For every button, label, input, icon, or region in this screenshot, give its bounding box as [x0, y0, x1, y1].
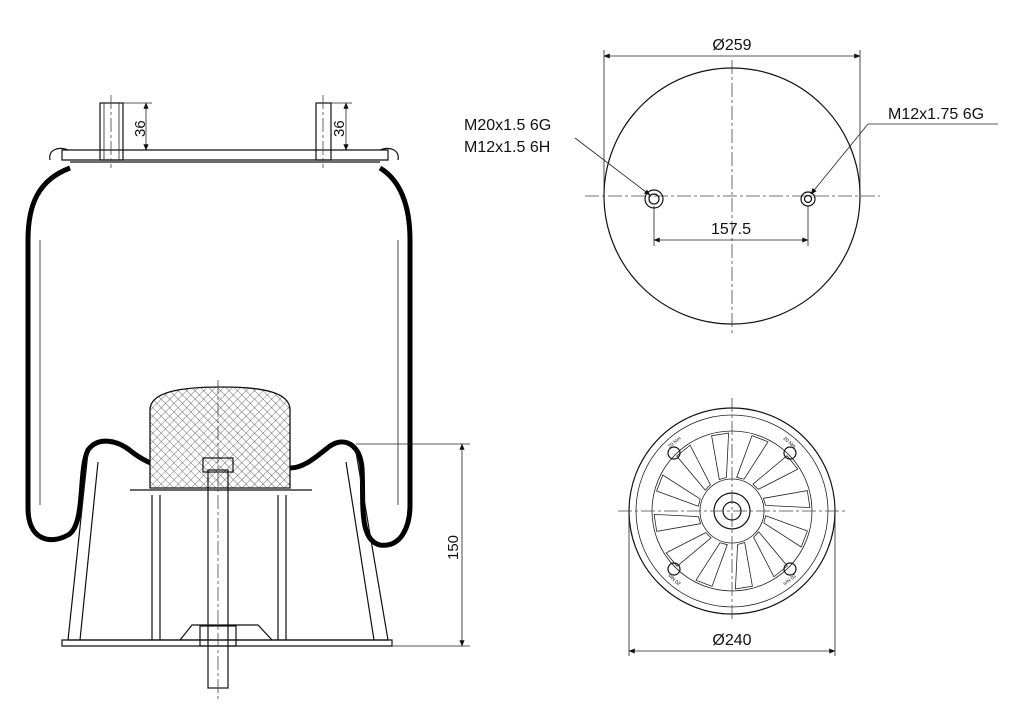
left-thread-label-2: M12x1.5 6H	[464, 139, 550, 156]
piston-rib	[763, 515, 808, 548]
mounting-bosses	[667, 446, 797, 576]
piston-rib	[665, 532, 712, 567]
stud-height-right-label: 36	[331, 120, 348, 137]
stud-hole	[800, 191, 816, 207]
air-inlet-hole	[644, 189, 664, 209]
piston-rib	[762, 490, 811, 509]
top-diameter-label: Ø259	[712, 37, 751, 54]
piston-rib	[734, 541, 753, 590]
piston-height-dimension: 150	[356, 443, 470, 647]
piston-rib	[711, 432, 730, 481]
right-thread-label: M12x1.75 6G	[888, 106, 984, 123]
right-stud	[315, 95, 332, 168]
piston-rib	[676, 444, 711, 491]
bottom-diameter-label: Ø240	[712, 632, 751, 649]
mounting-boss	[667, 562, 681, 576]
mounting-boss	[667, 446, 681, 460]
piston-rib	[752, 455, 799, 490]
piston-ribs	[653, 432, 811, 590]
stud-height-left-label: 36	[132, 120, 149, 137]
left-thread-label-1: M20x1.5 6G	[464, 117, 551, 134]
left-stud	[99, 95, 124, 168]
hole-spacing-label: 157.5	[711, 221, 751, 238]
piston-height-label: 150	[445, 535, 462, 560]
mounting-boss	[783, 446, 797, 460]
mounting-boss	[783, 562, 797, 576]
piston-rib	[695, 542, 728, 587]
piston-rib	[653, 513, 702, 532]
rubber-bellow	[25, 165, 413, 548]
piston-rib	[656, 474, 701, 507]
bump-stop	[149, 386, 291, 489]
center-bolt	[199, 380, 237, 700]
piston-rib	[736, 435, 769, 480]
side-view: 36 36	[25, 95, 470, 700]
top-plate	[49, 147, 399, 163]
piston-rib	[753, 531, 788, 578]
stud-dimension-left: 36	[123, 102, 152, 151]
top-view: Ø259 157.5 M20x1.5 6G M12x1.5 6H M12x1.7…	[464, 37, 998, 335]
stud-dimension-right: 36	[331, 102, 352, 151]
